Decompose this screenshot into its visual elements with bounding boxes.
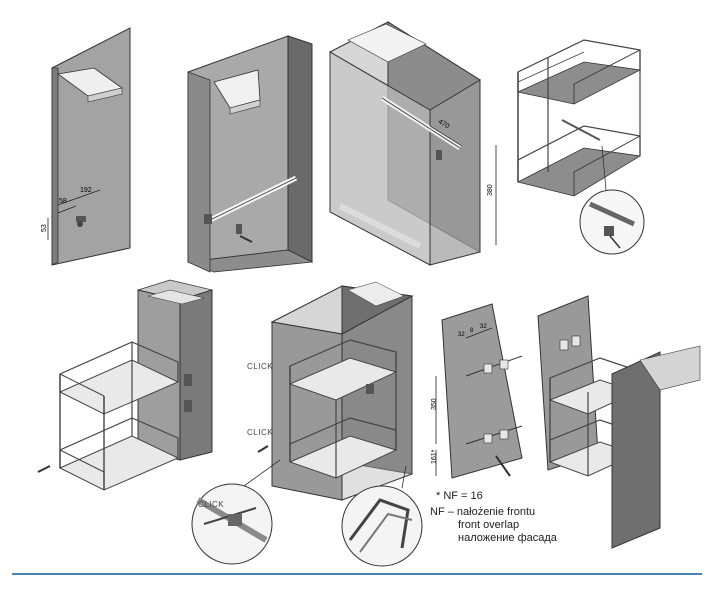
legend-nf-polish: NF – nałożenie frontu <box>430 506 536 518</box>
click-label: CLICK <box>198 500 225 509</box>
dim-label: 470 <box>437 118 451 130</box>
dim-label: 380 <box>487 184 494 196</box>
dim-label: 161* <box>431 449 438 464</box>
step-8-final-installation <box>537 295 701 549</box>
dim-label: 350 <box>431 398 438 410</box>
dim-label: 8 <box>470 328 474 334</box>
step-6-click-detail <box>191 281 423 567</box>
click-label: CLICK <box>247 362 274 371</box>
step-1-side-panel <box>47 27 131 266</box>
step-4-basket-detail <box>516 39 645 255</box>
footer-divider <box>12 573 702 575</box>
step-7-plate-dimensions <box>435 303 523 479</box>
dim-label: 58 <box>59 198 67 205</box>
step-3-cabinet-dimensions <box>328 21 497 266</box>
dim-label: 53 <box>41 224 48 232</box>
legend-nf: * NF = 16 <box>436 490 483 502</box>
step-2-rail-mounting <box>187 35 314 273</box>
step-5-basket-mounted <box>37 279 214 491</box>
click-label: CLICK <box>247 428 274 437</box>
dim-label: 192 <box>80 187 92 194</box>
dim-label: 32 <box>480 324 487 330</box>
legend-nf-russian: наложение фасада <box>458 532 557 544</box>
legend-nf-english: front overlap <box>458 519 520 531</box>
dim-label: 32 <box>458 332 465 338</box>
